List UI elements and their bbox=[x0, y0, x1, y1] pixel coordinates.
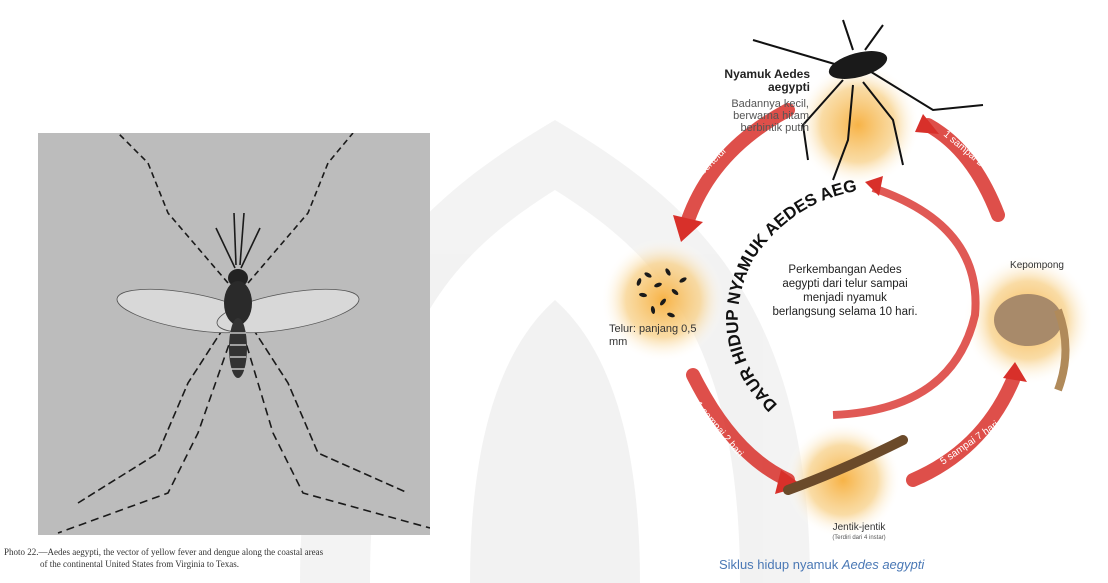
pupa-label: Kepompong bbox=[997, 260, 1077, 271]
arrow-egg-to-larva bbox=[693, 375, 788, 480]
mosquito-description: Badannya kecil, berwarna hitam berbintik… bbox=[703, 98, 809, 134]
egg-label: Telur: panjang 0,5 mm bbox=[609, 323, 709, 349]
caption-line-2: of the continental United States from Vi… bbox=[4, 558, 474, 570]
adult-glow bbox=[796, 63, 920, 187]
caption-prefix: Siklus hidup nyamuk bbox=[719, 557, 842, 572]
left-figure-caption: Photo 22.—Aedes aegypti, the vector of y… bbox=[4, 546, 474, 570]
right-figure-caption: Siklus hidup nyamuk Aedes aegypti bbox=[719, 557, 924, 572]
mosquito-photo bbox=[38, 133, 430, 535]
mosquito-illustration bbox=[38, 133, 430, 535]
mosquito-name-label: Nyamuk Aedes aegypti bbox=[715, 68, 810, 94]
caption-line-1: Photo 22.—Aedes aegypti, the vector of y… bbox=[4, 547, 323, 557]
arrow-label-larva-pupa: 5 sampai 7 hari bbox=[938, 419, 1000, 467]
pupa bbox=[994, 294, 1062, 346]
caption-species: Aedes aegypti bbox=[842, 557, 924, 572]
larva-sublabel: (Terdiri dari 4 instar) bbox=[789, 535, 929, 541]
center-description: Perkembangan Aedes aegypti dari telur sa… bbox=[770, 263, 920, 319]
life-cycle-diagram: DAUR HIDUP NYAMUK AEDES AEGYPTI bertelur… bbox=[603, 10, 1103, 553]
larva-label: Jentik-jentik bbox=[789, 522, 929, 533]
